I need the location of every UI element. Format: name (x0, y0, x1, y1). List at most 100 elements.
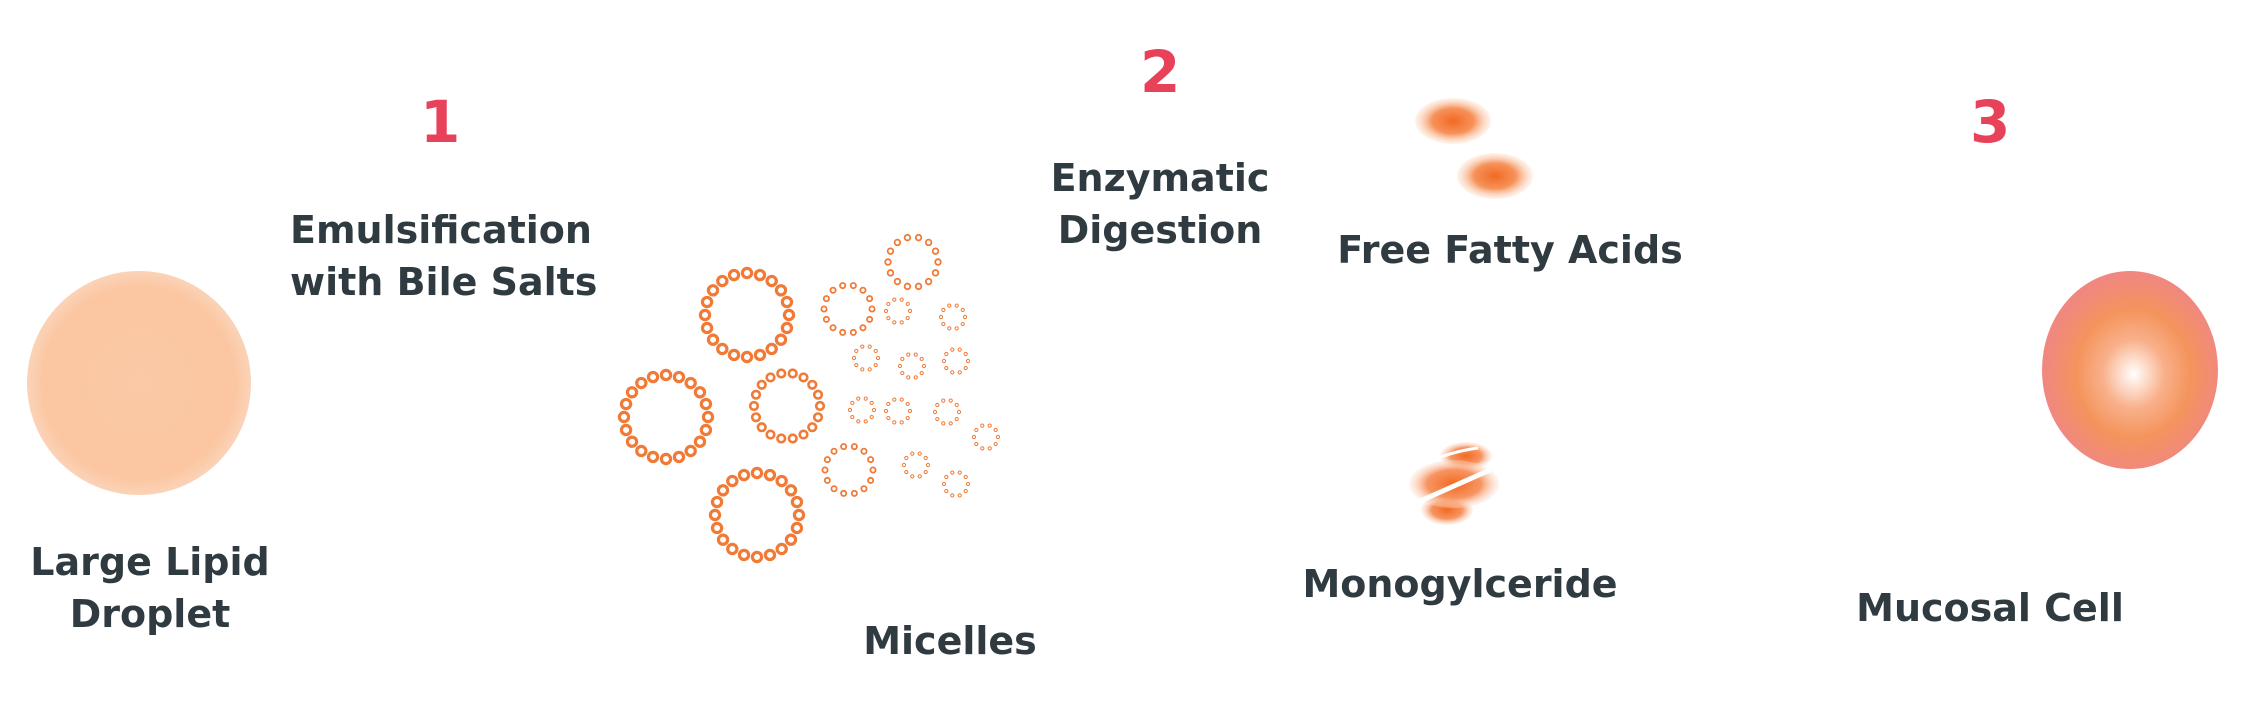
micelle-bead (869, 414, 874, 420)
micelle (748, 368, 826, 444)
micelle-bead (944, 351, 949, 357)
micelle (847, 396, 877, 424)
step-2-label-line-1: Enzymatic (1050, 156, 1270, 200)
micelle-bead (971, 434, 977, 440)
micelle-bead (947, 303, 952, 308)
micelle-bead (957, 347, 962, 352)
micelle-bead (993, 441, 998, 447)
micelle-bead (710, 495, 724, 509)
micelle-bead (948, 398, 953, 403)
micelle-bead (893, 238, 902, 247)
micelle-bead (867, 344, 872, 349)
micelle-bead (823, 456, 831, 464)
micelle-bead (924, 277, 933, 286)
micelle-bead (954, 303, 959, 308)
step-1-label-line-1: Emulsification (290, 208, 592, 252)
micelle-bead (635, 376, 648, 390)
micelle-bead (763, 468, 777, 482)
micelle-bead (963, 365, 968, 371)
micelle-bead (792, 508, 806, 522)
micelle-bead (784, 533, 798, 546)
micelle-bead (873, 362, 878, 368)
micelle-bead (906, 352, 911, 357)
micelle (971, 423, 1001, 451)
micelle-bead (934, 258, 942, 266)
large-lipid-droplet-label-line-1: Large Lipid (30, 540, 270, 584)
micelle-bead (659, 452, 673, 466)
micelle (901, 451, 931, 479)
micelle-bead (910, 474, 915, 479)
micelle-bead (869, 466, 877, 474)
micelle-bead (672, 450, 686, 464)
micelle-bead (935, 416, 940, 422)
micelles-group (617, 233, 1001, 564)
micelle-bead (780, 295, 794, 309)
micelle-bead (780, 321, 794, 335)
micelle-bead (963, 351, 968, 357)
micelle-bead (850, 489, 858, 497)
micelle-bead (924, 238, 933, 247)
monoglyceride-shape (1409, 442, 1499, 525)
micelle-bead (993, 427, 998, 433)
micelle-bead (871, 407, 877, 413)
micelle-bead (859, 286, 867, 294)
micelle-bead (957, 370, 962, 375)
micelle-bead (980, 423, 985, 428)
micelle-bead (684, 376, 697, 390)
micelle-bead (635, 444, 648, 458)
micelle-bead (931, 269, 940, 277)
micelle-bead (941, 421, 946, 426)
micelle-bead (917, 451, 922, 456)
micelle-bead (923, 469, 928, 475)
micelle-bead (950, 347, 955, 352)
micelle-bead (905, 315, 910, 321)
micelle-bead (756, 422, 767, 433)
micelle-bead (957, 470, 962, 475)
micelle (938, 303, 968, 331)
micelle-bead (782, 308, 796, 322)
mucosal-cell-label: Mucosal Cell (1856, 586, 2124, 630)
micelle-bead (790, 521, 804, 535)
micelle-bead (962, 314, 968, 320)
micelle-bead (897, 363, 903, 369)
micelle-bead (905, 401, 910, 407)
micelle-bead (716, 484, 730, 497)
micelle-bead (776, 433, 787, 444)
micelle-bead (774, 333, 788, 346)
micelle-bead (886, 315, 891, 321)
micelle-bead (987, 446, 992, 451)
micelle-bead (925, 462, 931, 468)
micelle-bead (886, 415, 891, 421)
micelle-bead (921, 363, 927, 369)
micelle-bead (807, 422, 818, 433)
micelle-bead (765, 342, 778, 356)
micelle-bead (963, 488, 968, 494)
micelle-bead (701, 410, 715, 424)
micelle-bead (829, 324, 837, 332)
micelle-bead (903, 233, 912, 242)
free-fatty-acids-label: Free Fatty Acids (1337, 228, 1683, 272)
micelle-bead (716, 533, 730, 546)
micelle-bead (765, 274, 778, 288)
micelle-bead (727, 268, 741, 282)
micelle-bead (727, 348, 741, 362)
micelle-bead (893, 277, 902, 286)
micelle-bead (900, 370, 905, 376)
micelle-bead (830, 447, 838, 455)
micelle-bead (901, 462, 907, 468)
micelle-bead (812, 389, 824, 400)
micelle-bead (726, 474, 739, 488)
micelle-bead (856, 419, 861, 424)
micelle-bead (913, 352, 918, 357)
micelle-bead (892, 320, 897, 325)
micelle-bead (776, 368, 787, 379)
micelle-bead (814, 400, 826, 412)
micelle-bead (710, 521, 724, 535)
micelle-bead (798, 372, 809, 383)
micelle-bead (957, 493, 962, 498)
micelle-bead (910, 451, 915, 456)
micelle-bead (873, 348, 878, 354)
micelle-bead (625, 435, 639, 448)
micelle-bead (863, 419, 868, 424)
micelle-bead (941, 321, 946, 327)
